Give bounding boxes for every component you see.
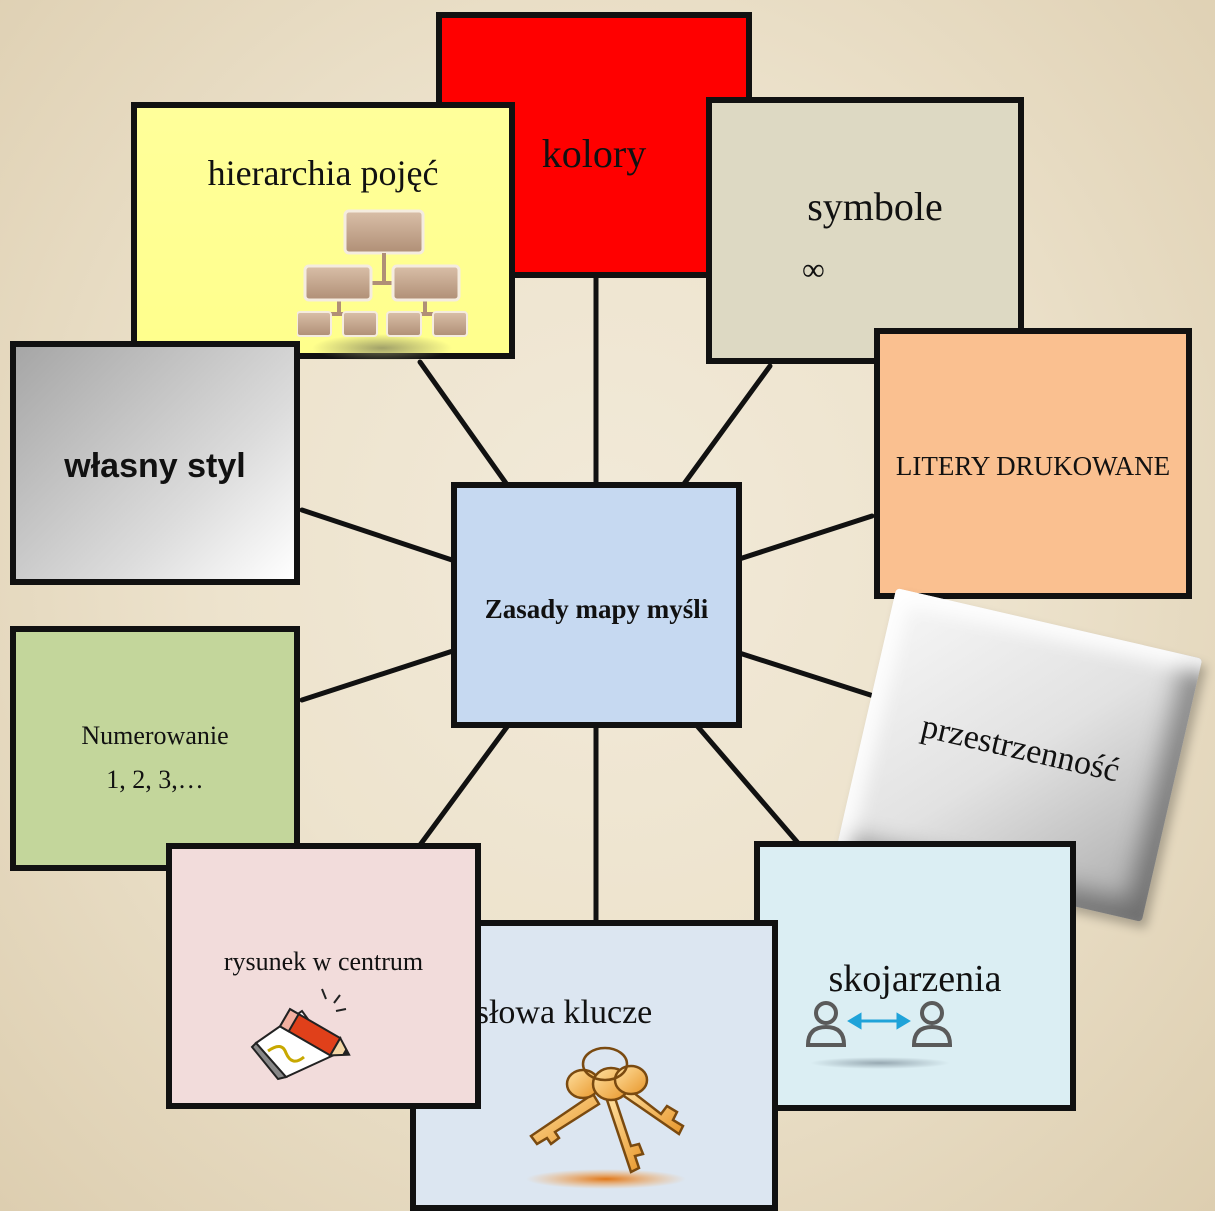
node-skojarzenia: skojarzenia	[754, 841, 1076, 1111]
connector-przestrzennosc	[727, 647, 889, 703]
node-skojarzenia-label: skojarzenia	[828, 958, 1002, 1000]
pencil-drawing-icon	[242, 981, 362, 1081]
node-litery-label: LITERY DRUKOWANE	[895, 451, 1171, 481]
node-kolory-label: kolory	[541, 131, 647, 176]
center-node: Zasady mapy myśli	[451, 482, 742, 728]
center-node-label: Zasady mapy myśli	[484, 594, 709, 624]
node-hierarchia: hierarchia pojęć	[131, 102, 515, 360]
keys-icon	[511, 1044, 691, 1194]
node-przestrzennosc-label: przestrzenność	[917, 707, 1124, 790]
node-slowa-klucze-label: słowa klucze	[475, 994, 653, 1031]
node-numerowanie-label: Numerowanie 1, 2, 3,…	[16, 714, 294, 802]
node-numerowanie: Numerowanie 1, 2, 3,…	[10, 626, 300, 871]
node-wlasny-styl-label: własny styl	[64, 447, 246, 485]
people-link-icon	[800, 995, 960, 1075]
node-hierarchia-label: hierarchia pojęć	[207, 153, 439, 193]
node-symbole: symbole ∞	[706, 97, 1024, 364]
node-symbole-label: symbole	[807, 184, 943, 229]
node-wlasny-styl: własny styl	[10, 341, 300, 585]
connector-litery	[727, 513, 875, 565]
numerowanie-line2: 1, 2, 3,…	[106, 765, 204, 794]
connector-rysunek	[417, 709, 521, 848]
infinity-symbol: ∞	[802, 251, 825, 287]
connector-wlasny	[299, 507, 461, 565]
node-rysunek-label: rysunek w centrum	[223, 947, 424, 976]
connector-numerowanie	[299, 645, 465, 703]
node-rysunek: rysunek w centrum	[166, 843, 481, 1109]
numerowanie-line1: Numerowanie	[81, 721, 229, 750]
node-litery: LITERY DRUKOWANE	[874, 328, 1192, 599]
org-chart-icon	[297, 208, 472, 360]
